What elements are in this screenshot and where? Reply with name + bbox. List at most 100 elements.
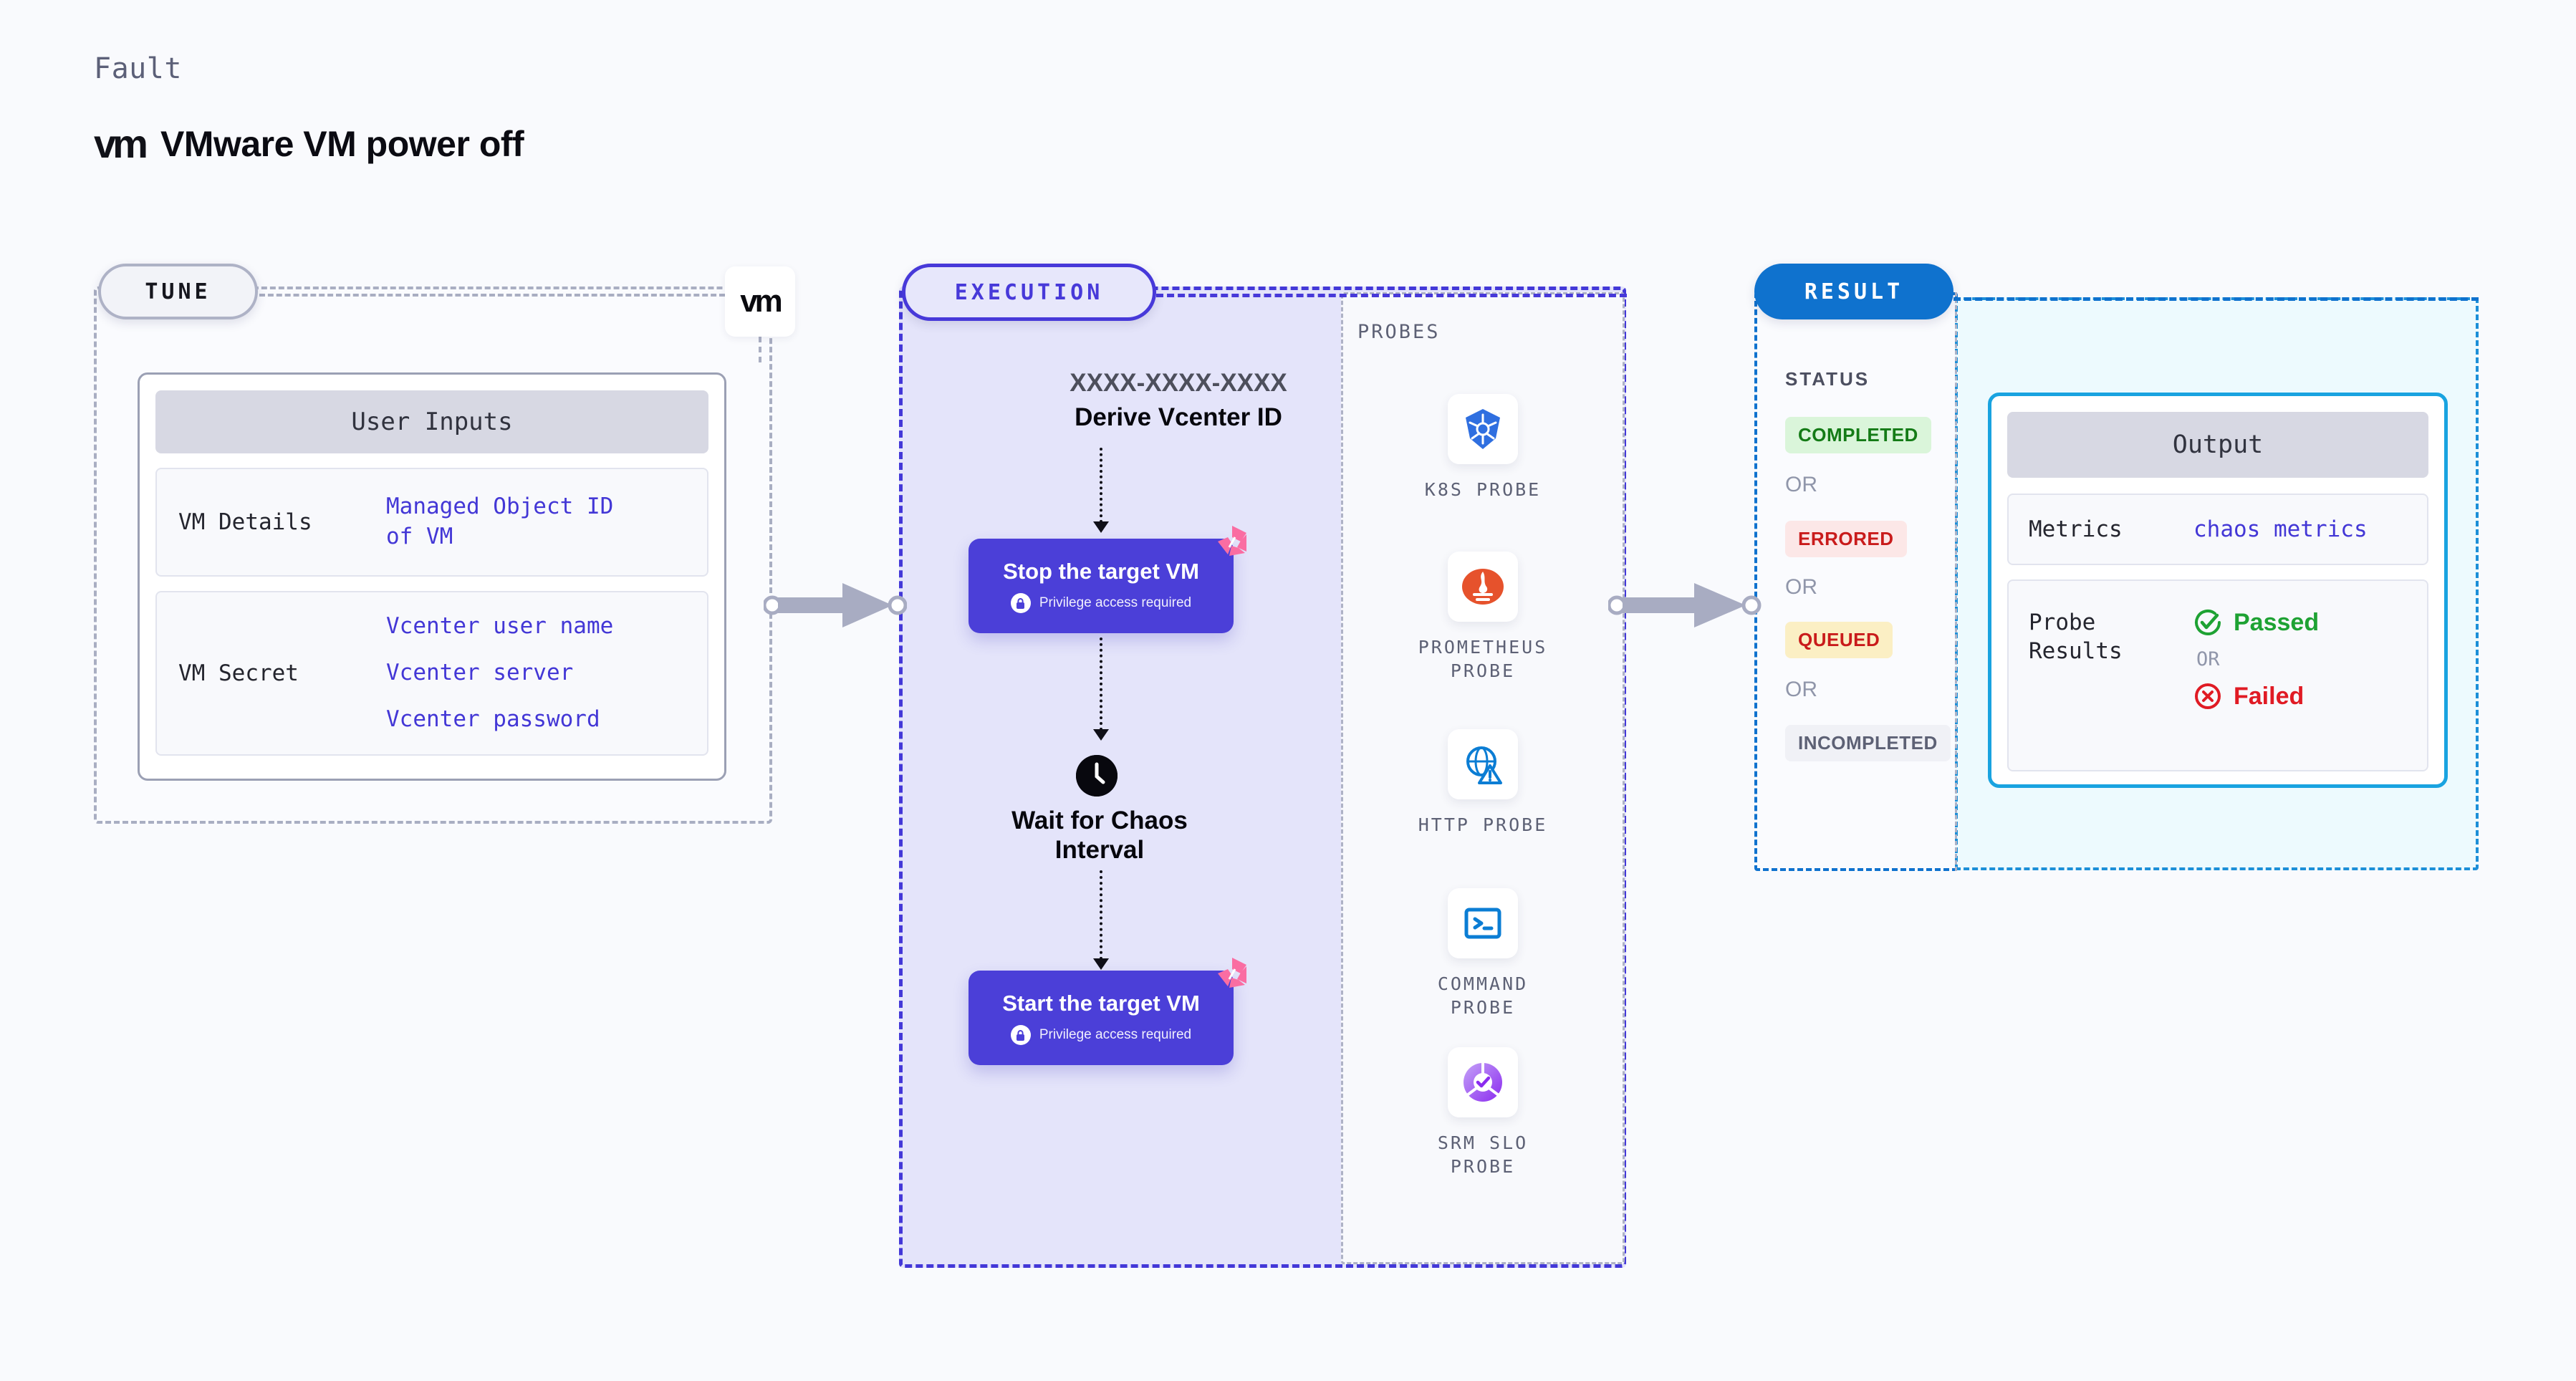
probe-result-passed-label: Passed [2234, 608, 2320, 636]
probe-srm-slo-label: SRM SLO PROBE [1341, 1132, 1625, 1178]
tune-badge[interactable]: TUNE [98, 264, 258, 319]
vmware-logo-icon: vm [94, 121, 148, 166]
status-or-1: OR [1785, 473, 1817, 496]
tune-connector-line [259, 294, 725, 297]
probe-http[interactable]: HTTP PROBE [1341, 729, 1625, 837]
probe-results-key: Probe Results [2029, 608, 2193, 743]
probe-result-or: OR [2196, 648, 2220, 670]
probe-results-values: Passed OR Failed [2193, 608, 2319, 743]
page-eyebrow: Fault [94, 52, 182, 85]
wait-label-line2: Interval [1054, 836, 1145, 865]
step-stop-privilege: Privilege access required [1010, 593, 1192, 613]
probe-command[interactable]: COMMAND PROBE [1341, 888, 1625, 1019]
connector-execution-to-result [1608, 583, 1762, 627]
probe-k8s-label: K8S PROBE [1424, 479, 1542, 500]
probe-prometheus-label-line1: PROMETHEUS [1418, 637, 1548, 658]
probe-srm-slo-label-line1: SRM SLO [1437, 1132, 1529, 1153]
srm-slo-icon [1448, 1047, 1518, 1117]
probe-results-key-line1: Probe [2029, 610, 2096, 635]
metrics-value: chaos metrics [2193, 516, 2368, 542]
step-start-title: Start the target VM [1002, 991, 1200, 1016]
status-or-3: OR [1785, 678, 1817, 701]
vm-secret-row: VM Secret Vcenter user name Vcenter serv… [155, 591, 708, 756]
vm-secret-value-2: Vcenter password [386, 706, 600, 732]
result-connector-line [1953, 297, 2479, 301]
chaos-fault-marker-icon [1218, 526, 1246, 556]
vm-details-value-1: of VM [386, 524, 453, 549]
vm-secret-value-1: Vcenter server [386, 660, 574, 686]
lock-icon [1010, 1025, 1031, 1045]
vm-chip-connector [759, 337, 761, 362]
result-badge[interactable]: RESULT [1754, 264, 1953, 319]
execution-connector-line [1156, 294, 1627, 297]
probe-http-label: HTTP PROBE [1418, 814, 1548, 835]
check-circle-icon [2195, 610, 2221, 635]
page-title-row: vm VMware VM power off [94, 123, 524, 165]
step-start-privilege-text: Privilege access required [1039, 1027, 1192, 1042]
probe-result-passed: Passed [2193, 608, 2319, 637]
page-title: VMware VM power off [160, 124, 524, 164]
flow-arrow-3-head [1093, 958, 1109, 970]
x-circle-icon [2195, 683, 2221, 709]
probe-prometheus-label-line2: PROBE [1450, 660, 1516, 681]
probe-k8s[interactable]: K8S PROBE [1341, 394, 1625, 502]
probe-prometheus[interactable]: PROMETHEUS PROBE [1341, 552, 1625, 683]
wait-label-line1: Wait for Chaos [1011, 807, 1188, 834]
kubernetes-icon [1448, 394, 1518, 464]
execution-run-id: XXXX-XXXX-XXXX [1070, 369, 1287, 397]
vm-details-values: Managed Object ID of VM [386, 494, 613, 551]
wait-for-chaos-interval-label: Wait for Chaos Interval [924, 806, 1275, 865]
vm-secret-values: Vcenter user name Vcenter server Vcenter… [386, 613, 613, 733]
vmware-chip-text: vm [740, 284, 783, 319]
flow-arrow-1 [1100, 448, 1102, 523]
vm-secret-value-0: Vcenter user name [386, 613, 614, 640]
probe-results-key-line2: Results [2029, 638, 2123, 665]
user-inputs-title: User Inputs [155, 390, 708, 453]
vm-details-row: VM Details Managed Object ID of VM [155, 468, 708, 577]
terminal-icon [1448, 888, 1518, 958]
step-stop-target-vm[interactable]: Stop the target VM Privilege access requ… [969, 526, 1246, 633]
http-globe-warning-icon [1448, 729, 1518, 799]
step-stop-privilege-text: Privilege access required [1039, 595, 1192, 610]
step-start-target-vm[interactable]: Start the target VM Privilege access req… [969, 958, 1246, 1065]
lock-icon [1010, 593, 1031, 613]
vm-details-value-0: Managed Object ID [386, 494, 614, 520]
status-badge-incompleted: INCOMPLETED [1785, 725, 1951, 761]
metrics-row: Metrics chaos metrics [2007, 494, 2428, 565]
status-badge-errored: ERRORED [1785, 521, 1907, 557]
execution-badge[interactable]: EXECUTION [902, 264, 1156, 321]
flow-arrow-3 [1100, 870, 1102, 960]
user-inputs-card: User Inputs VM Details Managed Object ID… [138, 372, 726, 781]
probe-srm-slo-label-line2: PROBE [1450, 1155, 1516, 1177]
probe-command-label: COMMAND PROBE [1341, 973, 1625, 1019]
prometheus-icon [1448, 552, 1518, 622]
output-card: Output Metrics chaos metrics Probe Resul… [1988, 393, 2448, 788]
chaos-fault-marker-icon [1218, 958, 1246, 988]
step-start-privilege: Privilege access required [1010, 1025, 1192, 1045]
probe-prometheus-label: PROMETHEUS PROBE [1341, 636, 1625, 683]
result-status-panel [1754, 292, 1958, 871]
probe-command-label-line1: COMMAND [1437, 973, 1529, 994]
execution-run-subtitle: Derive Vcenter ID [1075, 403, 1282, 431]
flow-arrow-2-head [1093, 729, 1109, 741]
vmware-chip-icon: vm [725, 266, 795, 337]
connector-tune-to-execution [764, 583, 907, 627]
flow-arrow-1-head [1093, 521, 1109, 533]
probe-result-failed: Failed [2193, 682, 2319, 711]
probes-label: PROBES [1357, 321, 1441, 343]
probe-results-row: Probe Results Passed OR Fai [2007, 579, 2428, 771]
status-panel-divider [1955, 292, 1957, 871]
status-or-2: OR [1785, 575, 1817, 599]
status-label: STATUS [1785, 368, 1870, 390]
vm-secret-key: VM Secret [178, 660, 299, 686]
probe-srm-slo[interactable]: SRM SLO PROBE [1341, 1047, 1625, 1178]
status-badge-queued: QUEUED [1785, 622, 1893, 658]
output-card-title: Output [2007, 412, 2428, 478]
flow-arrow-2 [1100, 637, 1102, 731]
metrics-key: Metrics [2029, 516, 2123, 542]
vm-details-key: VM Details [178, 509, 312, 535]
step-stop-title: Stop the target VM [1003, 559, 1199, 584]
probe-command-label-line2: PROBE [1450, 996, 1516, 1018]
clock-icon [1076, 755, 1118, 797]
